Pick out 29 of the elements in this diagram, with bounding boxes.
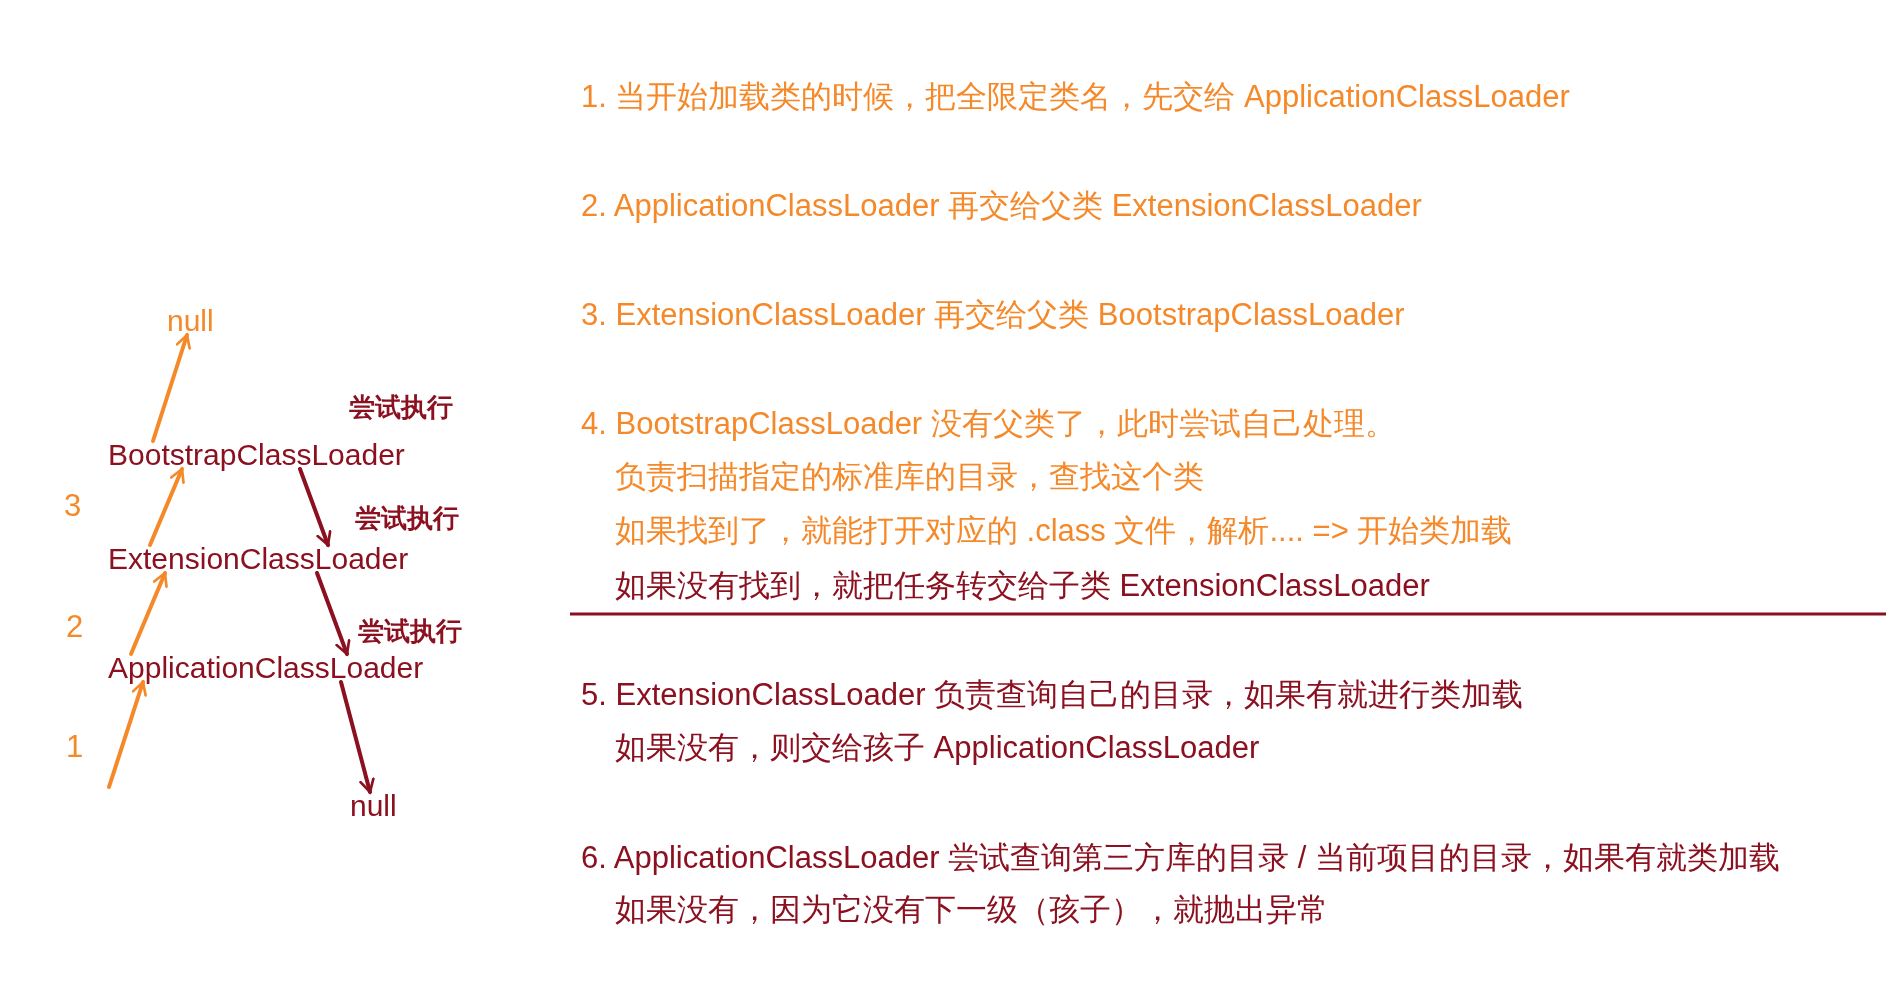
arrow — [148, 467, 185, 547]
class-loader-label: BootstrapClassLoader — [108, 437, 405, 473]
step-text: 如果没有，则交给孩子 ApplicationClassLoader — [615, 730, 1260, 766]
annotation-text: 尝试执行 — [349, 391, 453, 424]
step-text: 负责扫描指定的标准库的目录，查找这个类 — [615, 459, 1204, 495]
step-text: 5. ExtensionClassLoader 负责查询自己的目录，如果有就进行类加载 — [581, 677, 1524, 713]
step-number: 1 — [66, 729, 84, 765]
arrow — [339, 680, 375, 794]
class-loader-label: ExtensionClassLoader — [108, 541, 409, 577]
step-text: 如果找到了，就能打开对应的 .class 文件，解析.... => 开始类加载 — [615, 513, 1513, 549]
arrow — [107, 680, 147, 789]
step-number: 2 — [66, 609, 84, 645]
null-label: null — [167, 303, 214, 339]
step-text: 3. ExtensionClassLoader 再交给父类 BootstrapClassLoader — [581, 297, 1405, 333]
annotation-text: 尝试执行 — [355, 502, 459, 535]
annotation-text: 尝试执行 — [358, 615, 462, 648]
null-label: null — [350, 788, 397, 824]
arrow — [129, 571, 168, 656]
step-text: 6. ApplicationClassLoader 尝试查询第三方库的目录 / 当前项目的目录，如果有就类加载 — [581, 840, 1780, 876]
step-number: 3 — [64, 488, 82, 524]
step-text: 如果没有，因为它没有下一级（孩子），就抛出异常 — [615, 892, 1328, 928]
step-text: 2. ApplicationClassLoader 再交给父类 ExtensionClassLoader — [581, 188, 1422, 224]
step-text: 1. 当开始加载类的时候，把全限定类名，先交给 ApplicationClassLoader — [581, 79, 1570, 115]
class-loader-label: ApplicationClassLoader — [108, 650, 424, 686]
arrow — [151, 333, 191, 443]
arrow — [315, 571, 351, 656]
arrow — [298, 467, 332, 547]
step-text: 4. BootstrapClassLoader 没有父类了，此时尝试自己处理。 — [581, 406, 1396, 442]
step-text: 如果没有找到，就把任务转交给子类 ExtensionClassLoader — [615, 568, 1430, 604]
